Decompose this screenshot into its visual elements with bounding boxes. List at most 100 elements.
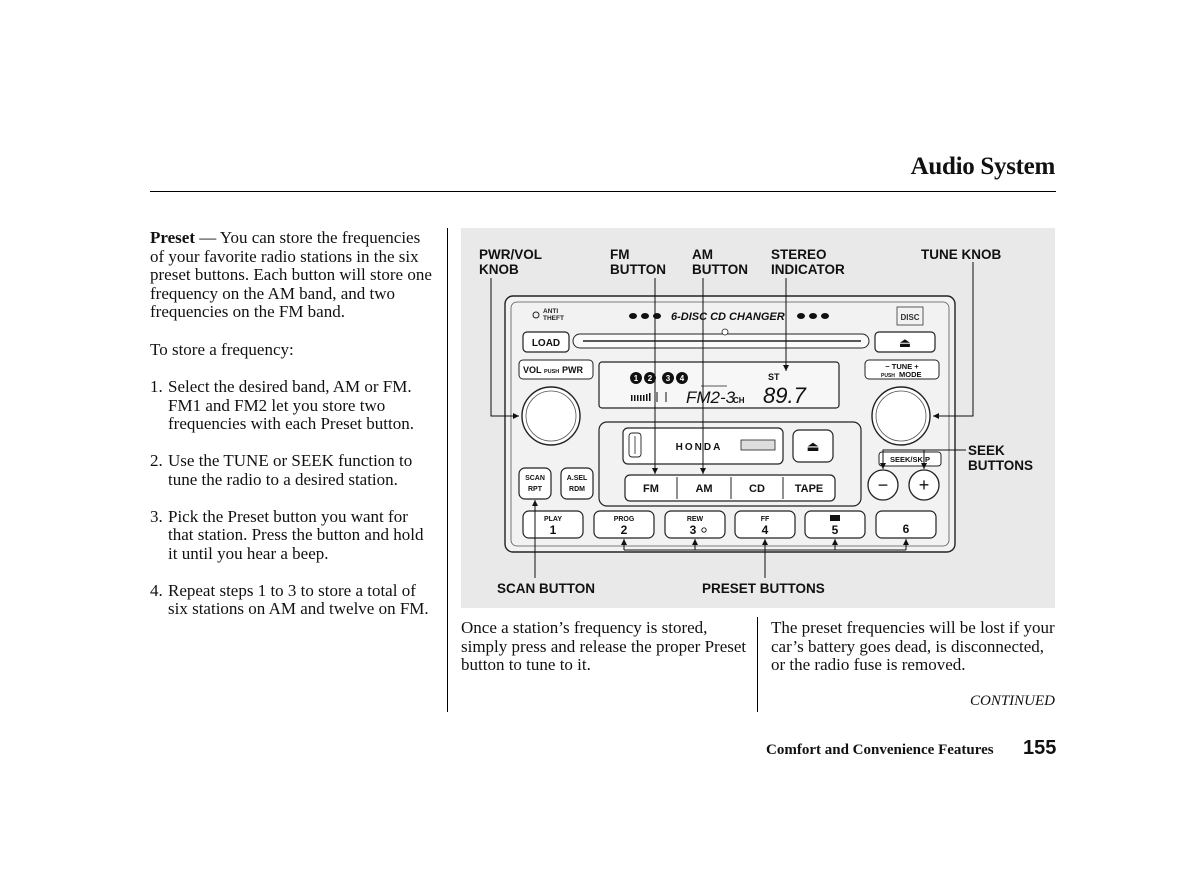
step-item: 2.Use the TUNE or SEEK function to tune … — [150, 451, 413, 489]
signal-bars-icon — [631, 393, 651, 401]
svg-text:2: 2 — [648, 374, 653, 383]
left-column: Preset — You can store the frequencies o… — [150, 228, 436, 637]
tape-program-icon — [830, 515, 840, 521]
preset-intro: Preset — You can store the frequencies o… — [150, 228, 436, 322]
tape-eject-button[interactable]: ⏏ — [792, 429, 834, 463]
changer-label: 6-DISC CD CHANGER — [671, 311, 785, 323]
middle-column-text: Once a station’s frequency is stored, si… — [461, 618, 747, 674]
svg-text:4: 4 — [680, 374, 685, 383]
eject-icon: ⏏ — [806, 438, 819, 454]
tune-knob[interactable] — [871, 386, 931, 446]
step-item: 1.Select the desired band, AM or FM. FM1… — [150, 377, 414, 433]
anti-theft-label-2: THEFT — [543, 315, 564, 322]
asel-rdm-button[interactable]: A.SEL RDM — [560, 467, 594, 500]
callout-scan-button: SCAN BUTTON — [497, 581, 596, 596]
tape-window — [740, 439, 776, 451]
band-display: FM2-3 — [686, 388, 736, 407]
pwr-vol-knob[interactable] — [521, 386, 581, 446]
ch-label: CH — [733, 396, 745, 405]
disc-indicators: 1 2 3 4 — [630, 372, 688, 384]
anti-theft-led — [532, 311, 540, 319]
preset-button-1[interactable]: PLAY 1 — [522, 510, 584, 539]
preset-intro-text: You can store the frequencies of your fa… — [150, 228, 432, 321]
svg-text:FF: FF — [761, 516, 770, 523]
radio-illustration: ANTI THEFT 6-DISC CD CHANGER DISC LOAD ⏏… — [490, 262, 974, 578]
disc-logo-text: DISC — [900, 313, 919, 322]
svg-text:PUSH: PUSH — [881, 373, 895, 379]
header-rule — [150, 191, 1056, 192]
seek-up-button[interactable]: + — [908, 469, 940, 501]
column-divider-left — [447, 228, 448, 712]
changer-dots-right — [797, 313, 829, 319]
vol-pwr-label-button: VOL PUSH PWR — [518, 359, 594, 380]
svg-text:PUSH: PUSH — [544, 369, 559, 375]
svg-text:PROG: PROG — [614, 516, 635, 523]
cd-button[interactable]: CD — [749, 483, 765, 495]
radio-display — [598, 361, 840, 409]
svg-text:2: 2 — [621, 523, 628, 537]
plus-icon: + — [919, 475, 930, 495]
preset-dash: — — [199, 228, 217, 247]
tape-button[interactable]: TAPE — [795, 483, 824, 495]
column-divider-right — [757, 617, 758, 712]
am-button[interactable]: AM — [695, 483, 712, 495]
seek-down-button[interactable]: − — [867, 469, 899, 501]
tape-panel — [598, 421, 862, 507]
svg-text:4: 4 — [762, 523, 769, 537]
svg-text:3: 3 — [690, 523, 697, 537]
slot-indicator — [721, 328, 729, 336]
callout-tune-knob: TUNE KNOB — [921, 247, 1002, 262]
svg-text:SEEK/SKIP: SEEK/SKIP — [890, 455, 930, 464]
minus-icon: − — [878, 475, 889, 495]
eject-button[interactable]: ⏏ — [874, 331, 936, 353]
svg-text:1: 1 — [550, 523, 557, 537]
frequency-display: 89.7 — [763, 383, 807, 408]
brand-logo: HONDA — [676, 442, 723, 453]
st-indicator: ST — [768, 372, 780, 382]
section-title: Audio System — [910, 153, 1056, 180]
step-item: 4.Repeat steps 1 to 3 to store a total o… — [150, 580, 429, 618]
svg-text:− TUNE +: − TUNE + — [885, 362, 919, 371]
svg-text:RPT: RPT — [528, 486, 543, 493]
preset-button-6[interactable]: 6 — [875, 510, 937, 539]
continued-label: CONTINUED — [969, 693, 1055, 709]
svg-text:VOL: VOL — [523, 365, 542, 375]
fm-button[interactable]: FM — [643, 483, 659, 495]
rew-dot-icon — [701, 527, 707, 533]
preset-button-4[interactable]: FF 4 — [734, 510, 796, 539]
steps-list: 1.Select the desired band, AM or FM. FM1… — [150, 377, 436, 619]
svg-text:6: 6 — [903, 522, 910, 536]
changer-dots-left — [629, 313, 661, 319]
preset-button-2[interactable]: PROG 2 — [593, 510, 655, 539]
svg-text:REW: REW — [687, 516, 704, 523]
disc-logo-icon — [896, 306, 924, 326]
svg-text:MODE: MODE — [899, 370, 922, 379]
preset-button-3[interactable]: REW 3 — [664, 510, 726, 539]
svg-text:5: 5 — [832, 523, 839, 537]
right-column-text: The preset frequencies will be lost if y… — [771, 618, 1055, 674]
radio-faceplate — [504, 295, 956, 553]
footer-section: Comfort and Convenience Features — [766, 742, 994, 758]
eject-icon: ⏏ — [899, 335, 911, 350]
svg-text:1: 1 — [634, 374, 639, 383]
tune-mode-label-button: − TUNE + PUSH MODE — [864, 359, 940, 380]
svg-text:LOAD: LOAD — [532, 338, 560, 349]
radio-faceplate-inner — [510, 301, 950, 547]
preset-term: Preset — [150, 228, 195, 247]
preset-button-5[interactable]: 5 — [804, 510, 866, 539]
callout-preset-buttons: PRESET BUTTONS — [702, 581, 825, 596]
scan-rpt-button[interactable]: SCAN RPT — [518, 467, 552, 500]
step-item: 3.Pick the Preset button you want for th… — [150, 506, 424, 563]
load-button[interactable]: LOAD — [522, 331, 570, 353]
svg-text:RDM: RDM — [569, 486, 585, 493]
anti-theft-label-1: ANTI — [543, 308, 558, 315]
svg-text:PLAY: PLAY — [544, 516, 562, 523]
svg-text:A.SEL: A.SEL — [567, 475, 588, 482]
leader-arrowheads — [513, 365, 939, 545]
seek-skip-label: SEEK/SKIP — [878, 451, 942, 467]
